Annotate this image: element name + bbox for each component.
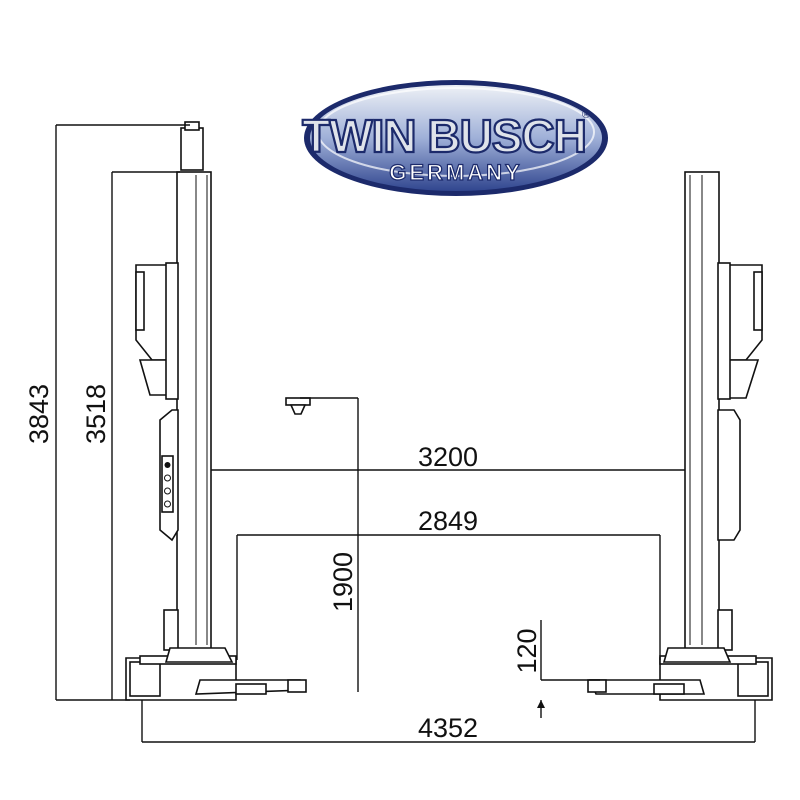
- dim-overall-height: 3843: [24, 384, 54, 444]
- dim-overall-width: 4352: [418, 713, 478, 743]
- right-column: [587, 171, 773, 701]
- left-column: [125, 121, 307, 701]
- control-button-3: [164, 487, 171, 495]
- control-button-4: [164, 500, 171, 508]
- registered-mark: ®: [582, 109, 590, 121]
- raised-lift-pad: [285, 397, 311, 415]
- dimension-lines: [55, 124, 756, 743]
- brand-logo: TWIN BUSCH ® GERMANY: [301, 80, 608, 196]
- dim-between-columns: 3200: [418, 442, 478, 472]
- control-button-2: [164, 474, 171, 482]
- logo-brand-text: TWIN BUSCH: [302, 110, 586, 162]
- logo-country-text: GERMANY: [389, 160, 522, 185]
- control-panel: [161, 455, 174, 513]
- control-button-1: [164, 462, 171, 468]
- dim-lift-height: 1900: [328, 552, 358, 612]
- dim-drive-through: 2849: [418, 506, 478, 536]
- dim-min-height: 120: [512, 628, 542, 673]
- dim-column-height: 3518: [81, 384, 111, 444]
